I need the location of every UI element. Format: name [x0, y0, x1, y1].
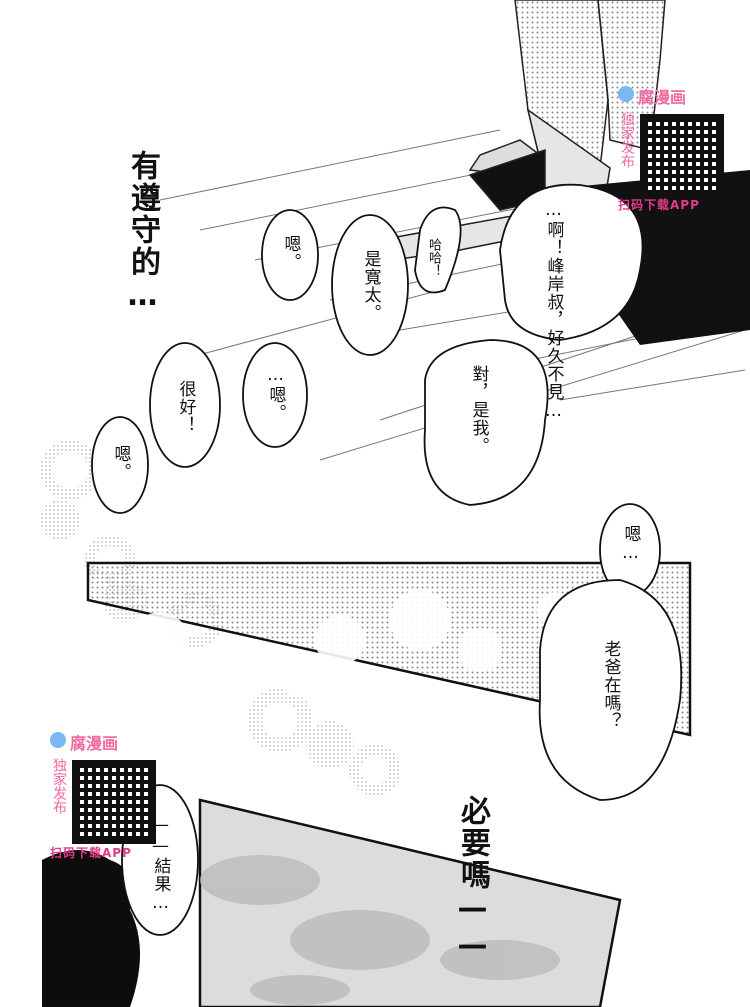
watermark-top: 腐漫画 独家发布 扫码下载APP — [618, 84, 728, 214]
narration-top-left: 有遵守的… — [125, 150, 160, 315]
watermark-brand: 腐漫画 — [638, 88, 687, 107]
speech-bubble-shi-kanta: 是寬太。 — [360, 250, 381, 322]
watermark-logo-icon — [50, 732, 66, 748]
speech-bubble-hmm: …嗯。 — [265, 365, 286, 422]
speech-bubble-en-2: 嗯。 — [110, 445, 131, 481]
watermark-download: 扫码下载APP — [618, 198, 700, 212]
legs — [360, 0, 666, 263]
speech-bubble-haha: 哈哈！ — [425, 238, 441, 277]
speech-bubble-en-3: 嗯… — [620, 525, 641, 564]
watermark-bottom: 腐漫画 独家发布 扫码下载APP — [50, 730, 160, 865]
narration-bottom-center: 必要嗎—— — [455, 795, 490, 965]
watermark-download: 扫码下载APP — [50, 846, 132, 860]
watermark-side-text: 独家发布 — [51, 758, 67, 814]
qr-code-icon — [640, 114, 724, 198]
watermark-side-text: 独家发布 — [619, 112, 635, 168]
bubble-outlines — [91, 183, 683, 936]
speech-bubble-henhao: 很好！ — [175, 380, 196, 434]
watermark-logo-icon — [618, 86, 634, 102]
speech-bubble-laoba: 老爸在嗎？ — [600, 640, 621, 730]
speech-bubble-ah-minegishi: …啊！峰岸叔，好久不見… — [543, 200, 564, 422]
speech-bubble-en-1: 嗯。 — [280, 235, 301, 271]
speech-bubble-dui-shi-wo: 對，是我。 — [468, 365, 489, 455]
watermark-brand: 腐漫画 — [70, 734, 119, 753]
foliage — [42, 850, 140, 1007]
qr-code-icon — [72, 760, 156, 844]
